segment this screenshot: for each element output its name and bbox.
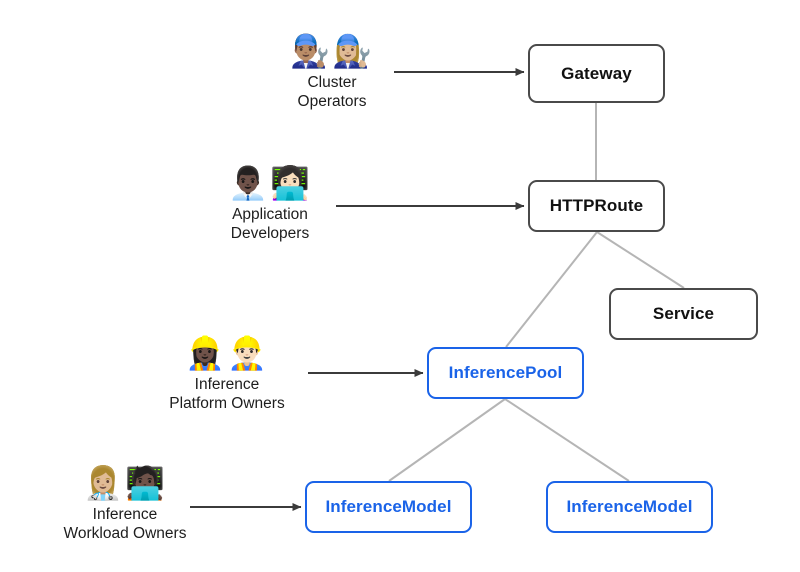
persona-cluster-operators: 👨🏽‍🔧👩🏼‍🔧 Cluster Operators xyxy=(232,32,432,111)
node-inferencemodel-right[interactable]: InferenceModel xyxy=(546,481,713,533)
persona-label-cluster-operators: Cluster Operators xyxy=(297,74,367,110)
persona-label-inference-workload-owners: Inference Workload Owners xyxy=(63,506,187,542)
node-gateway[interactable]: Gateway xyxy=(528,44,665,103)
persona-inference-platform-owners: 👷🏿‍♀️👷🏻‍♂️ Inference Platform Owners xyxy=(127,334,327,413)
persona-label-application-developers: Application Developers xyxy=(230,206,310,242)
persona-icons-cluster-operators: 👨🏽‍🔧👩🏼‍🔧 xyxy=(290,32,374,70)
connector-inferencepool-to-model-left xyxy=(388,398,506,482)
connector-httproute-to-service xyxy=(596,231,685,289)
persona-application-developers: 👨🏿‍💼👩🏻‍💻 Application Developers xyxy=(170,164,370,243)
connector-inferencepool-to-model-right xyxy=(504,398,630,482)
persona-icons-inference-platform-owners: 👷🏿‍♀️👷🏻‍♂️ xyxy=(185,334,269,372)
node-inferencemodel-left[interactable]: InferenceModel xyxy=(305,481,472,533)
persona-label-inference-platform-owners: Inference Platform Owners xyxy=(169,376,285,412)
persona-icons-application-developers: 👨🏿‍💼👩🏻‍💻 xyxy=(228,164,312,202)
connector-httproute-to-inferencepool xyxy=(505,231,598,348)
persona-icons-inference-workload-owners: 👩🏼‍⚕️🧑🏿‍💻 xyxy=(83,464,167,502)
arrow-lines xyxy=(190,68,525,511)
node-inferencepool[interactable]: InferencePool xyxy=(427,347,584,399)
persona-inference-workload-owners: 👩🏼‍⚕️🧑🏿‍💻 Inference Workload Owners xyxy=(25,464,225,543)
node-service[interactable]: Service xyxy=(609,288,758,340)
node-httproute[interactable]: HTTPRoute xyxy=(528,180,665,232)
